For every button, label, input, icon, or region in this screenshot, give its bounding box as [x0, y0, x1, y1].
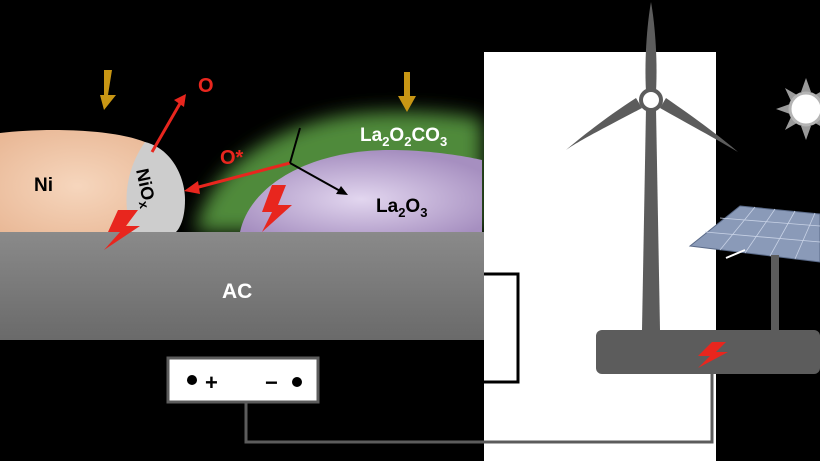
niox-shell: [126, 142, 185, 232]
turbine-blades: [566, 2, 738, 152]
ac-label: AC: [222, 280, 252, 303]
wind-turbine-icon: [642, 108, 660, 330]
o-release-arrow: [150, 94, 186, 153]
la2o2co3-label: La2O2CO3: [360, 125, 447, 149]
o-star-transfer-arrow: [184, 161, 291, 194]
o-label: O: [198, 75, 214, 97]
la2o3-particle: [240, 150, 482, 232]
ac-support: [0, 232, 484, 340]
down-arrow-icon: [100, 70, 116, 110]
turbine-hub: [639, 88, 663, 112]
down-arrow-icon: [398, 72, 416, 112]
lightning-bolt-icon: [104, 210, 140, 250]
circuit-wires: [300, 272, 520, 384]
energy-panel: [484, 2, 820, 461]
battery-icon: + −: [166, 356, 320, 404]
lightning-bolt-icon: [698, 342, 728, 368]
ni-label: Ni: [34, 175, 53, 196]
sun-icon: [776, 78, 820, 140]
lightning-bolt-icon: [262, 185, 292, 232]
solar-panel-icon: [688, 205, 820, 330]
circuit-wires-outer: [0, 374, 714, 444]
white-panel: [484, 52, 716, 461]
minus-terminal-label: −: [265, 370, 278, 395]
la2o3-label: La2O3: [376, 196, 427, 220]
o-star-label: O*: [220, 147, 244, 169]
plus-terminal-label: +: [205, 370, 218, 395]
catalyst-scene: Ni NiOx AC La2O2CO3 La2O3 O O*: [0, 70, 484, 340]
reaction-lines: [289, 127, 348, 195]
